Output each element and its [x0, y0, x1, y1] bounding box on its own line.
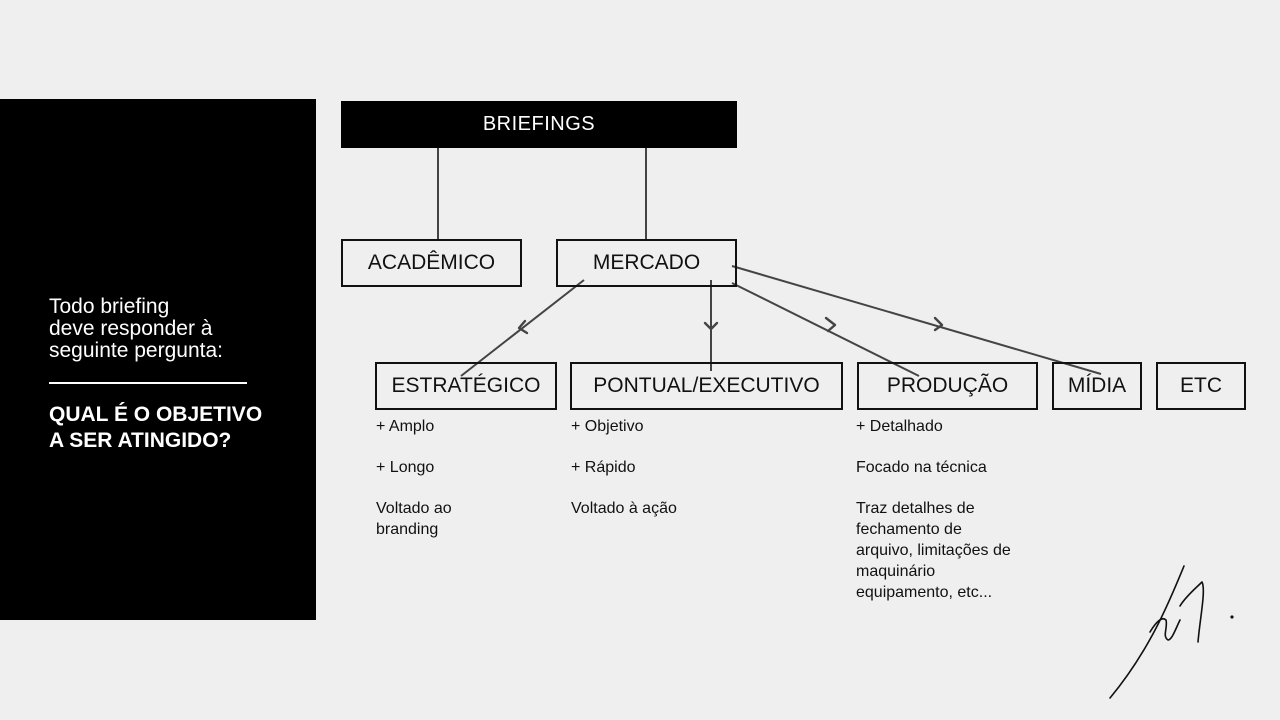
node-briefings: BRIEFINGS	[341, 101, 737, 148]
node-producao: PRODUÇÃO	[857, 362, 1038, 410]
notes-pontual: + Objetivo + Rápido Voltado à ação	[571, 416, 771, 539]
node-etc: ETC	[1156, 362, 1246, 410]
side-intro-line: seguinte pergunta:	[49, 339, 223, 362]
node-midia: MÍDIA	[1052, 362, 1142, 410]
note-item: Focado na técnica	[856, 459, 987, 476]
node-pontual-executivo: PONTUAL/EXECUTIVO	[570, 362, 843, 410]
notes-estrategico: + Amplo + Longo Voltado ao branding	[376, 416, 526, 560]
note-item: + Objetivo	[571, 418, 644, 435]
side-intro-text: Todo briefing deve responder à seguinte …	[49, 296, 309, 362]
arrowhead-pontual	[703, 321, 719, 331]
connector-mercado-producao	[731, 282, 920, 377]
note-item: + Rápido	[571, 459, 636, 476]
note-item: Voltado ao branding	[376, 500, 452, 538]
node-estrategico: ESTRATÉGICO	[375, 362, 557, 410]
side-question: QUAL É O OBJETIVO A SER ATINGIDO?	[49, 402, 314, 454]
note-item: Voltado à ação	[571, 500, 677, 517]
side-divider	[49, 382, 247, 384]
side-panel	[0, 99, 316, 620]
connector-mercado-estrategico	[460, 279, 585, 377]
arrowhead-midia	[933, 316, 944, 332]
notes-producao: + Detalhado Focado na técnica Traz detal…	[856, 416, 1024, 623]
note-item: + Detalhado	[856, 418, 943, 435]
node-academico: ACADÊMICO	[341, 239, 522, 287]
node-mercado: MERCADO	[556, 239, 737, 287]
note-item: Traz detalhes de fechamento de arquivo, …	[856, 500, 1011, 601]
note-item: + Amplo	[376, 418, 435, 435]
note-item: + Longo	[376, 459, 435, 476]
side-question-line: A SER ATINGIDO?	[49, 429, 232, 452]
side-question-line: QUAL É O OBJETIVO	[49, 403, 263, 426]
side-intro-line: deve responder à	[49, 317, 213, 340]
side-intro-line: Todo briefing	[49, 295, 170, 318]
connector-mercado-midia	[731, 265, 1102, 375]
arrowhead-estrategico	[517, 319, 529, 335]
arrowhead-producao	[824, 316, 837, 333]
